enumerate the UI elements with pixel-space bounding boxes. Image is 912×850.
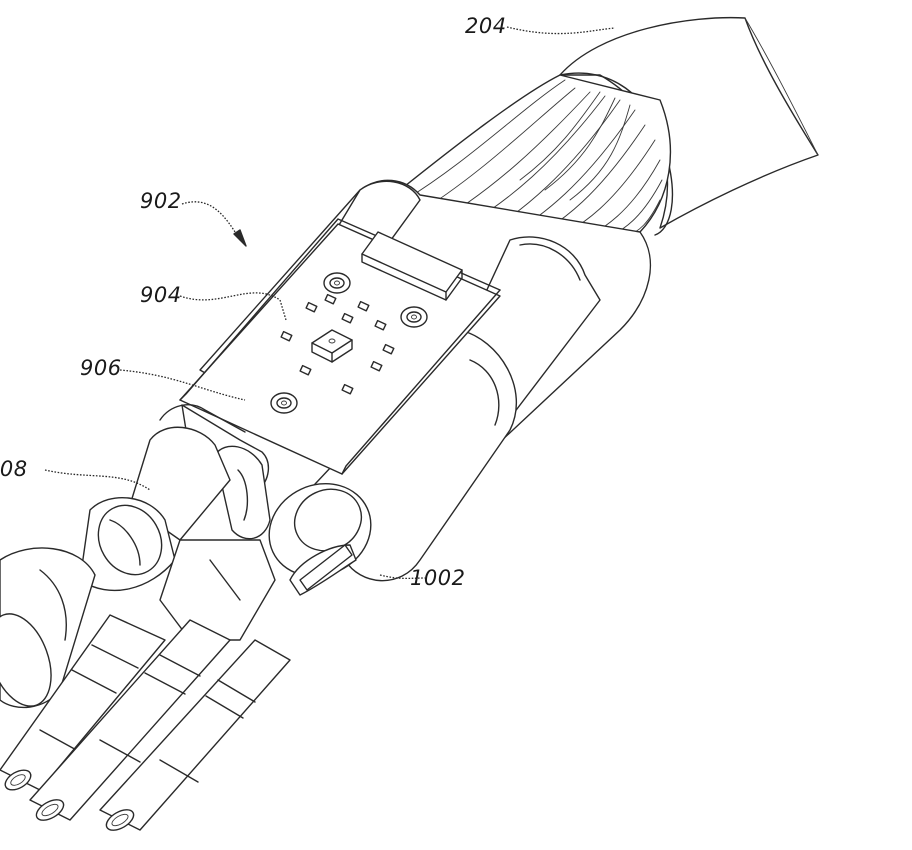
label-904: 904 — [140, 283, 182, 307]
board-pad — [401, 307, 427, 327]
label-204: 204 — [465, 14, 507, 38]
label-902: 902 — [140, 189, 182, 213]
label-906: 906 — [80, 356, 122, 380]
board-pad — [324, 273, 350, 293]
housing-body — [160, 540, 275, 640]
board-pad — [271, 393, 297, 413]
label-1002: 1002 — [410, 566, 465, 590]
label-908: 908 — [0, 457, 28, 481]
